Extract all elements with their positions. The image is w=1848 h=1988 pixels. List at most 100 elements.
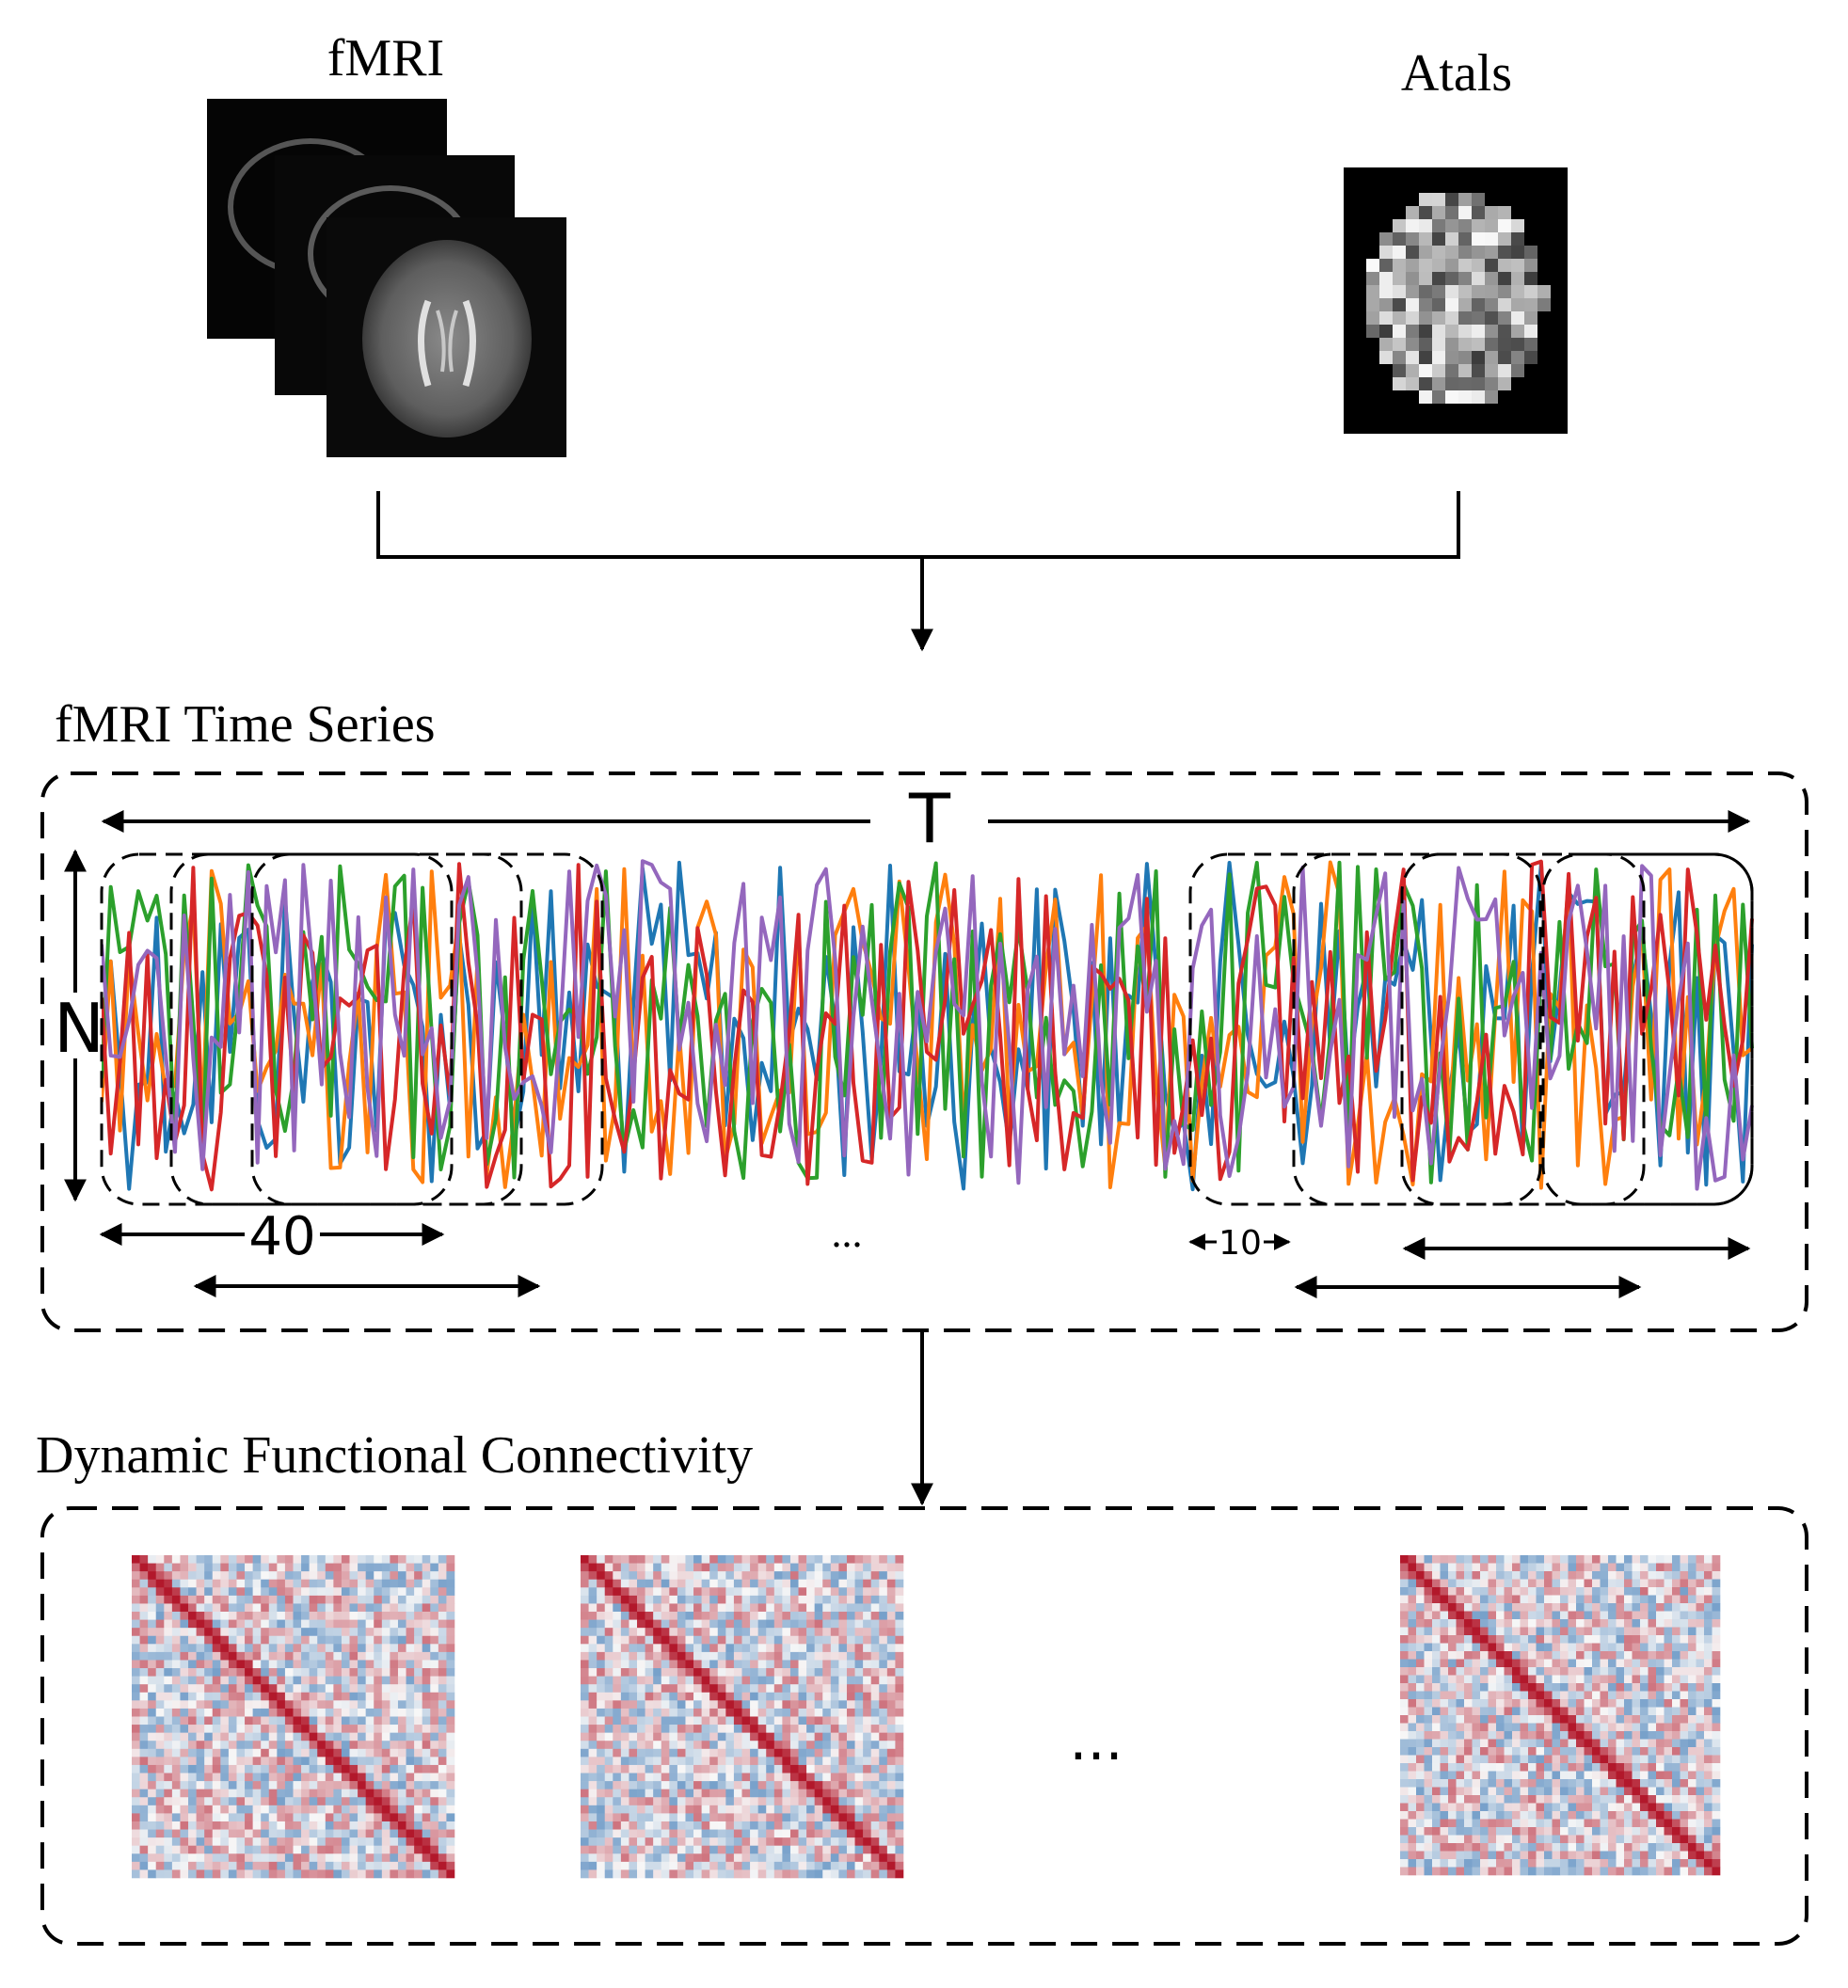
matrix-cell — [1633, 1612, 1641, 1620]
matrix-cell — [847, 1652, 855, 1661]
matrix-cell — [148, 1596, 156, 1604]
matrix-cell — [725, 1813, 734, 1821]
matrix-cell — [414, 1660, 422, 1668]
matrix-cell — [742, 1677, 751, 1685]
matrix-cell — [390, 1580, 398, 1588]
matrix-cell — [253, 1830, 262, 1838]
matrix-cell — [382, 1725, 390, 1733]
matrix-cell — [879, 1725, 887, 1733]
matrix-cell — [855, 1853, 864, 1862]
matrix-cell — [269, 1620, 278, 1629]
matrix-cell — [1713, 1692, 1721, 1700]
matrix-cell — [871, 1709, 880, 1717]
matrix-cell — [621, 1717, 629, 1726]
matrix-cell — [188, 1830, 197, 1838]
matrix-cell — [725, 1765, 734, 1773]
matrix-cell — [1441, 1836, 1449, 1844]
matrix-cell — [597, 1862, 605, 1870]
matrix-cell — [645, 1677, 654, 1685]
matrix-cell — [1448, 1836, 1457, 1844]
matrix-cell — [1672, 1747, 1681, 1756]
matrix-cell — [382, 1830, 390, 1838]
matrix-cell — [430, 1684, 438, 1693]
matrix-cell — [1480, 1612, 1489, 1620]
matrix-cell — [446, 1781, 454, 1789]
matrix-cell — [1432, 1564, 1441, 1572]
matrix-cell — [685, 1580, 693, 1588]
matrix-cell — [1576, 1811, 1585, 1820]
matrix-cell — [1569, 1852, 1577, 1860]
matrix-cell — [597, 1757, 605, 1765]
matrix-cell — [333, 1587, 342, 1596]
matrix-cell — [1544, 1628, 1553, 1636]
matrix-cell — [709, 1733, 718, 1741]
matrix-cell — [180, 1660, 188, 1668]
matrix-cell — [358, 1684, 366, 1693]
matrix-cell — [197, 1580, 205, 1588]
matrix-cell — [342, 1620, 350, 1629]
matrix-cell — [1480, 1676, 1489, 1684]
matrix-cell — [1521, 1596, 1529, 1604]
matrix-cell — [1496, 1836, 1505, 1844]
matrix-cell — [140, 1765, 149, 1773]
matrix-cell — [581, 1693, 589, 1701]
matrix-cell — [317, 1700, 326, 1709]
matrix-cell — [782, 1749, 790, 1757]
matrix-cell — [718, 1862, 726, 1870]
matrix-cell — [1576, 1660, 1585, 1668]
matrix-cell — [702, 1660, 710, 1668]
matrix-cell — [855, 1781, 864, 1789]
matrix-cell — [1489, 1619, 1497, 1628]
matrix-cell — [350, 1628, 358, 1636]
matrix-cell — [597, 1846, 605, 1854]
matrix-cell — [1521, 1763, 1529, 1772]
matrix-cell — [164, 1805, 172, 1814]
matrix-cell — [709, 1725, 718, 1733]
matrix-cell — [750, 1644, 758, 1652]
matrix-cell — [1656, 1731, 1665, 1740]
matrix-cell — [1704, 1699, 1713, 1708]
matrix-cell — [799, 1869, 807, 1878]
matrix-cell — [621, 1668, 629, 1677]
matrix-cell — [1633, 1724, 1641, 1732]
matrix-cell — [1560, 1827, 1569, 1836]
matrix-cell — [229, 1725, 237, 1733]
matrix-cell — [815, 1587, 823, 1596]
matrix-cell — [197, 1725, 205, 1733]
matrix-cell — [1400, 1651, 1409, 1660]
matrix-cell — [1592, 1763, 1601, 1772]
matrix-cell — [766, 1596, 774, 1604]
atlas-parcel — [1432, 351, 1445, 364]
matrix-cell — [806, 1773, 815, 1782]
matrix-cell — [1585, 1635, 1593, 1644]
matrix-cell — [645, 1684, 654, 1693]
matrix-cell — [1585, 1555, 1593, 1564]
matrix-cell — [1457, 1820, 1465, 1828]
matrix-cell — [1441, 1660, 1449, 1668]
matrix-cell — [1400, 1715, 1409, 1724]
matrix-cell — [613, 1869, 621, 1878]
matrix-cell — [1633, 1843, 1641, 1852]
matrix-cell — [702, 1603, 710, 1612]
matrix-cell — [1544, 1644, 1553, 1652]
atlas-parcel — [1511, 338, 1524, 351]
matrix-cell — [629, 1636, 637, 1645]
matrix-cell — [871, 1636, 880, 1645]
matrix-cell — [871, 1869, 880, 1878]
matrix-cell — [269, 1830, 278, 1838]
atlas-parcel — [1379, 351, 1393, 364]
matrix-cell — [1608, 1724, 1617, 1732]
matrix-cell — [645, 1749, 654, 1757]
matrix-cell — [1464, 1651, 1473, 1660]
matrix-cell — [188, 1741, 197, 1749]
matrix-cell — [245, 1652, 253, 1661]
matrix-cell — [446, 1700, 454, 1709]
matrix-cell — [766, 1612, 774, 1620]
matrix-cell — [661, 1684, 670, 1693]
matrix-cell — [790, 1580, 799, 1588]
matrix-cell — [855, 1668, 864, 1677]
matrix-cell — [605, 1862, 613, 1870]
matrix-cell — [406, 1813, 415, 1821]
matrix-cell — [132, 1668, 140, 1677]
matrix-cell — [637, 1636, 645, 1645]
